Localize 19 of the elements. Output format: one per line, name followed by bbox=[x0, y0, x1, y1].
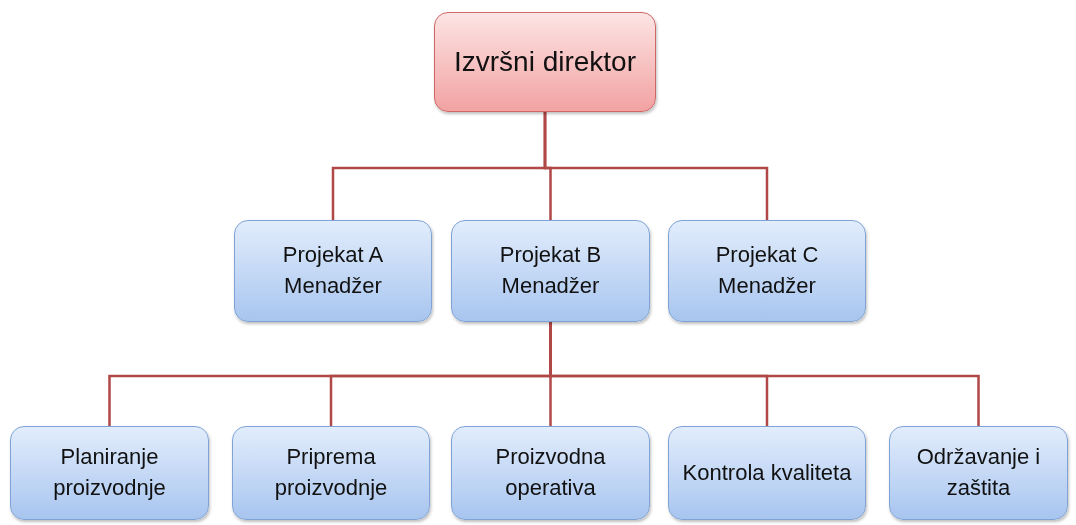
org-box bbox=[234, 220, 432, 322]
org-box bbox=[10, 426, 209, 520]
org-box bbox=[451, 220, 650, 322]
role-title: Planiranje proizvodnje bbox=[52, 443, 167, 502]
role-title: Proizvodna operativa bbox=[494, 443, 607, 502]
org-box bbox=[451, 426, 650, 520]
org-box bbox=[668, 426, 866, 520]
org-box bbox=[232, 426, 430, 520]
org-box bbox=[434, 12, 656, 112]
role-title: Izvršni direktor bbox=[452, 45, 637, 80]
org-box bbox=[889, 426, 1068, 520]
org-box bbox=[668, 220, 866, 322]
connector-line bbox=[543, 112, 769, 220]
role-title: Održavanje i zaštita bbox=[915, 443, 1042, 502]
role-title: Kontrola kvaliteta bbox=[681, 458, 853, 487]
role-title: Projekat A Menadžer bbox=[281, 241, 385, 300]
role-title: Projekat B Menadžer bbox=[498, 241, 603, 300]
role-title: Priprema proizvodnje bbox=[273, 443, 389, 502]
role-title: Projekat C Menadžer bbox=[714, 241, 820, 300]
